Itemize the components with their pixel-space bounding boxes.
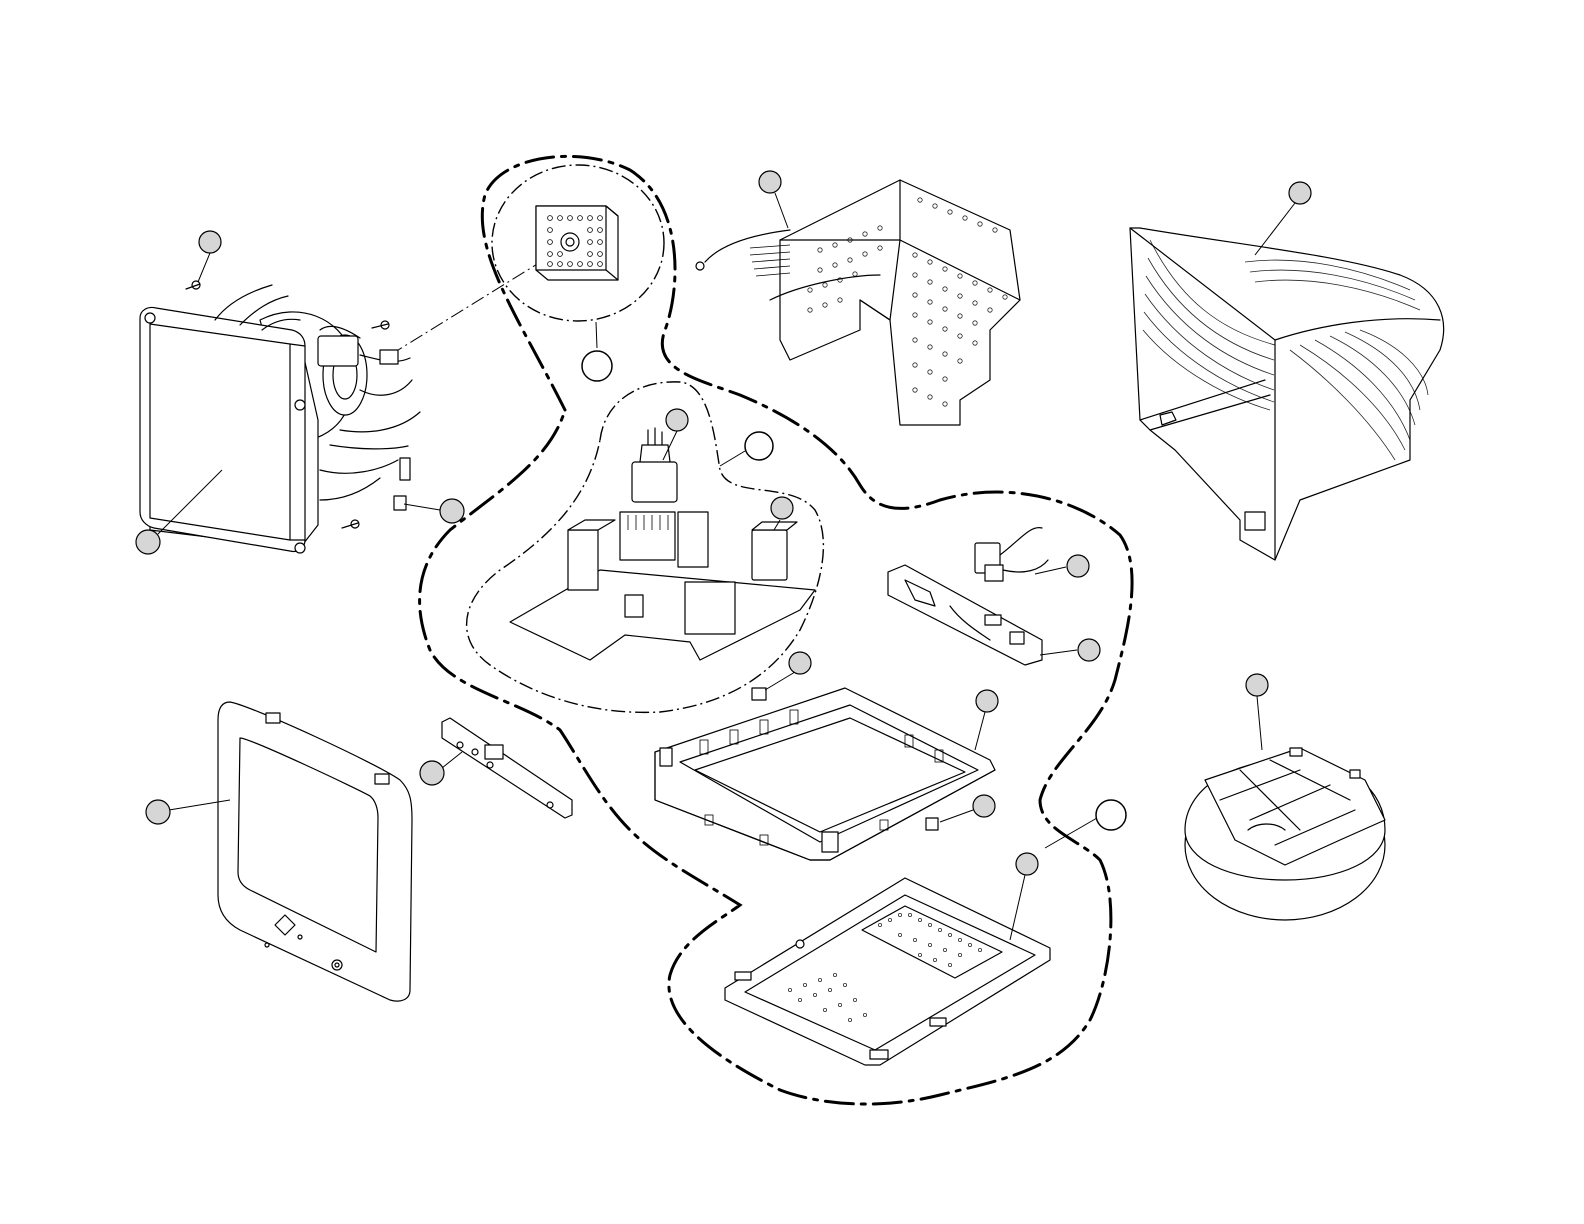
callout-chassis-clip <box>789 652 811 674</box>
power-switch-bracket <box>888 528 1048 665</box>
crt-tube-assembly <box>140 281 420 553</box>
callout-bottom-shield-plate <box>1016 853 1038 875</box>
callout-switch-cable <box>1067 555 1089 577</box>
rear-cabinet <box>1130 228 1444 560</box>
callout-shield-cover <box>759 171 781 193</box>
callout-crt-screw <box>199 231 221 253</box>
callout-flyback-transformer <box>666 409 688 431</box>
control-board <box>442 718 572 818</box>
chassis-latch-part <box>926 818 938 830</box>
callout-yoke-board-detail <box>582 351 612 381</box>
bottom-shield-plate <box>725 878 1050 1065</box>
callout-front-bezel <box>146 800 170 824</box>
callout-main-pcb <box>745 432 773 460</box>
callout-power-switch-bracket <box>1078 639 1100 661</box>
tilt-swivel-base <box>1185 748 1385 920</box>
front-bezel <box>218 702 412 1001</box>
callout-crt-tube-assembly <box>136 530 160 554</box>
yoke-board-detail <box>536 206 618 280</box>
chassis-frame <box>655 688 995 860</box>
callout-transformer <box>771 497 793 519</box>
callout-chassis-assembly <box>1096 800 1126 830</box>
callout-control-board <box>420 761 444 785</box>
callout-rear-cabinet <box>1289 182 1311 204</box>
chassis-clip-part <box>752 688 766 700</box>
callout-tilt-swivel-base <box>1246 674 1268 696</box>
main-pcb <box>510 428 815 660</box>
callout-chassis-frame <box>976 690 998 712</box>
callout-crt-connector <box>440 499 464 523</box>
callout-chassis-latch <box>973 795 995 817</box>
shield-cover <box>696 180 1020 425</box>
